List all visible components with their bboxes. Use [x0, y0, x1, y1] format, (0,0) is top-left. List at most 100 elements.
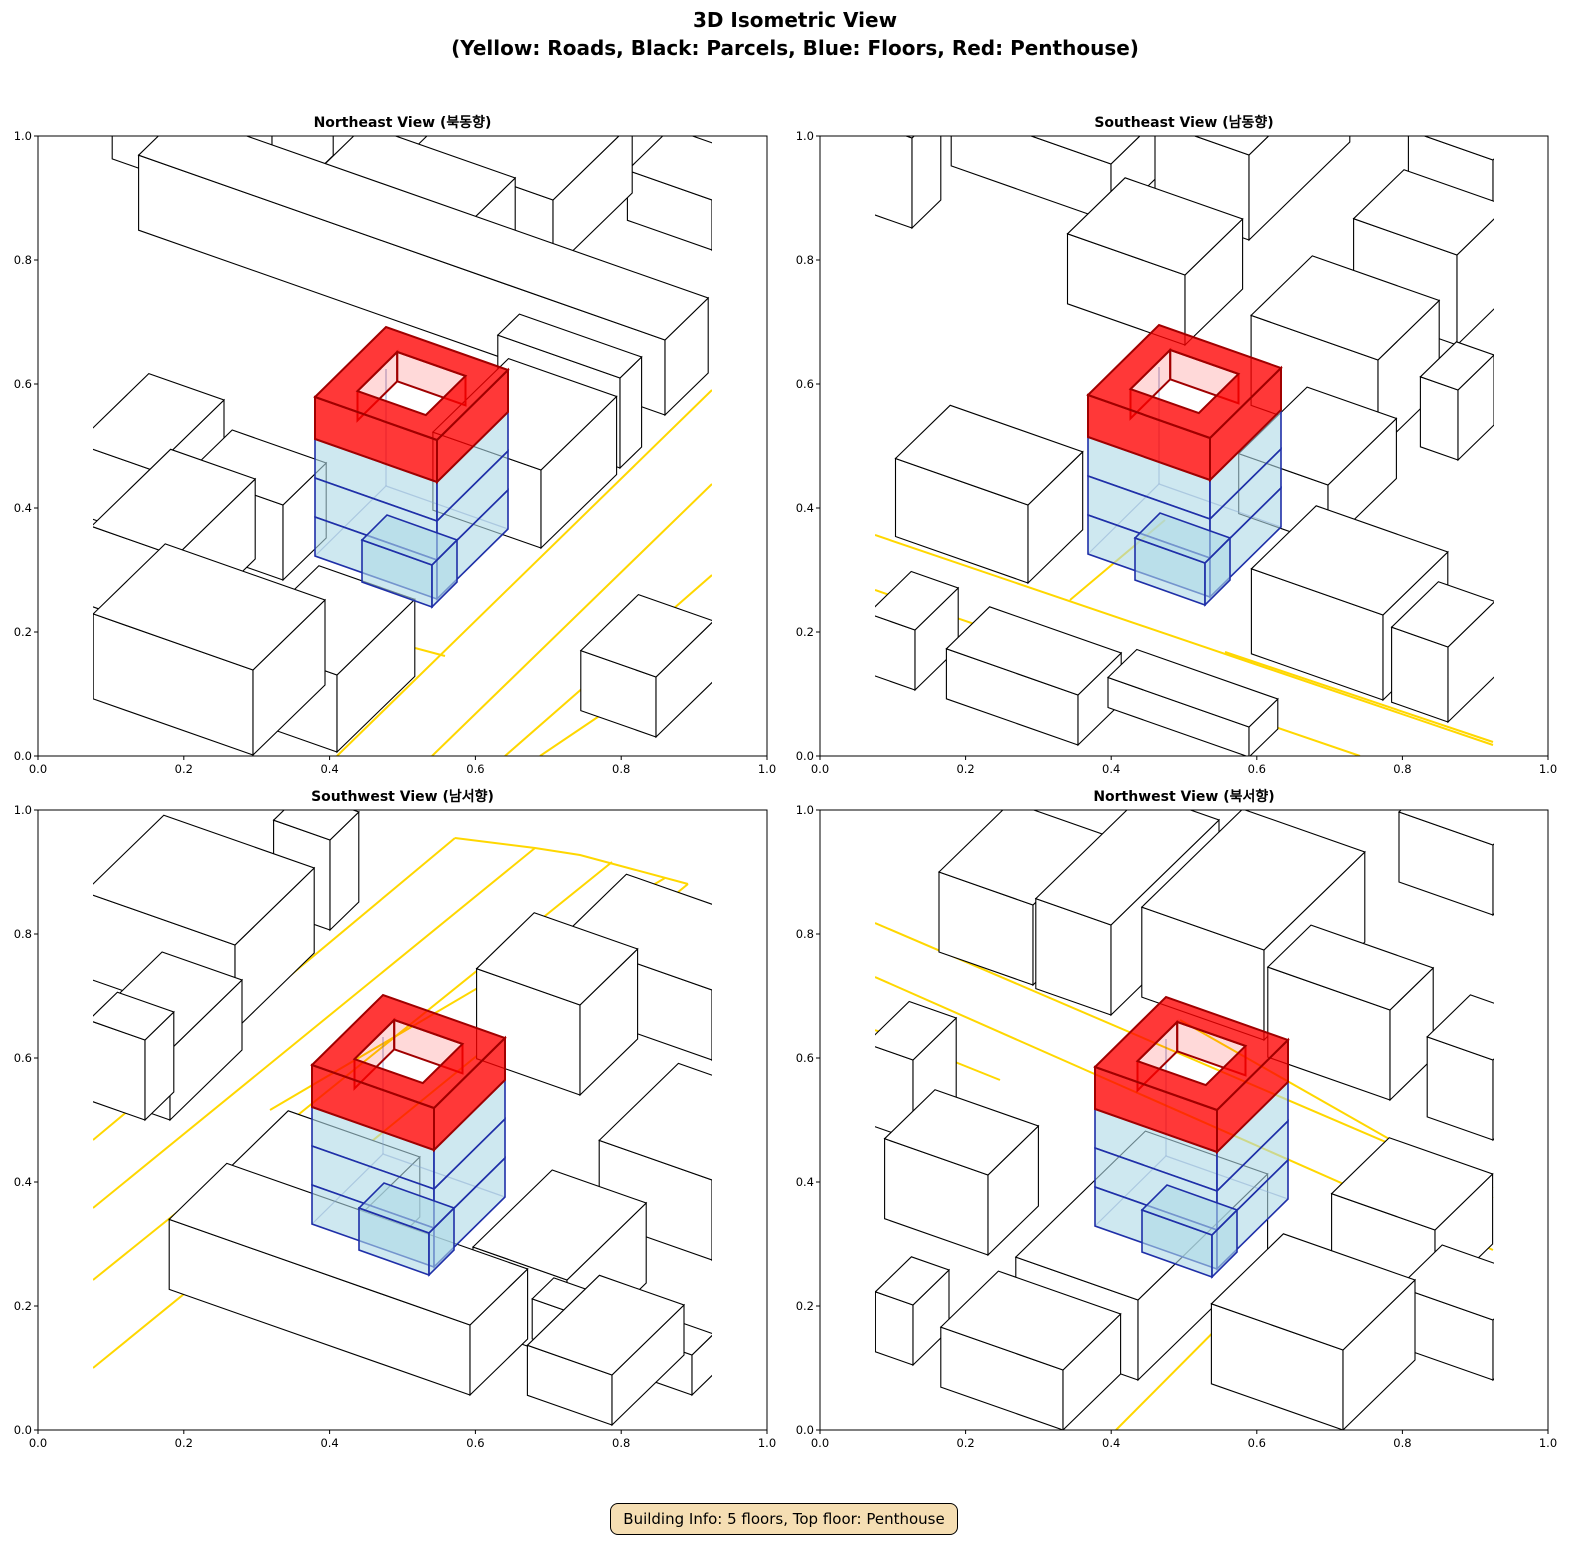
x-tick-label: 0.0: [29, 762, 47, 776]
x-tick-label: 0.2: [956, 1436, 974, 1450]
subplot-title: Northwest View (북서향): [1093, 788, 1274, 805]
y-tick-label: 1.0: [796, 129, 814, 143]
scene: [875, 136, 1494, 756]
building-top-face: [137, 136, 710, 341]
building-top-face: [1397, 1244, 1494, 1321]
x-tick-label: 0.4: [320, 1436, 338, 1450]
x-tick-label: 0.2: [175, 762, 193, 776]
building-top-face: [883, 1089, 1040, 1176]
y-tick-label: 0.6: [796, 377, 814, 391]
target-building: [1093, 995, 1290, 1279]
building-right-face: [655, 621, 712, 739]
parcel-building: [894, 404, 1084, 585]
target-building: [1086, 323, 1283, 607]
building-top-face: [272, 810, 360, 841]
road-line: [414, 647, 446, 657]
building-right-face: [1456, 218, 1494, 347]
parcel-building: [875, 1256, 951, 1367]
road-line: [93, 847, 536, 1209]
x-tick-label: 0.4: [1102, 1436, 1120, 1450]
x-tick-label: 0.2: [175, 1436, 193, 1450]
y-tick-label: 1.0: [796, 803, 814, 817]
building-top-face: [471, 1169, 648, 1281]
building-right-face: [911, 136, 942, 230]
y-tick-label: 0.2: [796, 625, 814, 639]
parcel-building: [1397, 1244, 1494, 1382]
scene: [93, 136, 712, 756]
annex-top-face: [360, 514, 459, 566]
building-top-face: [1034, 810, 1221, 926]
building-top-face: [1419, 341, 1494, 391]
parcel-building: [93, 543, 327, 756]
scene: [93, 810, 712, 1427]
annex-top-face: [1133, 512, 1232, 564]
parcel-building: [1210, 1233, 1417, 1430]
y-tick-label: 0.8: [14, 927, 32, 941]
figure-title: 3D Isometric View (Yellow: Roads, Black:…: [0, 6, 1590, 62]
y-tick-label: 0.8: [796, 927, 814, 941]
y-tick-label: 0.8: [796, 253, 814, 267]
target-building: [310, 993, 507, 1277]
axes-frame: [37, 135, 768, 757]
x-tick-label: 1.0: [1539, 1436, 1557, 1450]
x-tick-label: 0.2: [956, 762, 974, 776]
building-top-face: [1422, 136, 1494, 161]
x-tick-label: 0.8: [1393, 1436, 1411, 1450]
parcel-building: [1390, 581, 1494, 724]
building-right-face: [1492, 1058, 1494, 1142]
y-tick-label: 1.0: [14, 129, 32, 143]
y-tick-label: 0.2: [796, 1299, 814, 1313]
parcel-building: [1106, 648, 1279, 756]
building-top-face: [1330, 1137, 1494, 1231]
building-top-face: [1106, 648, 1279, 728]
x-tick-label: 0.8: [612, 1436, 630, 1450]
y-tick-label: 0.6: [14, 1051, 32, 1065]
building-top-face: [1390, 581, 1494, 648]
x-tick-label: 0.0: [811, 762, 829, 776]
penthouse: [1093, 995, 1290, 1155]
road-line: [875, 534, 1494, 746]
building-top-face: [496, 313, 643, 379]
parcel-building: [1066, 177, 1244, 347]
subplot-title: Northeast View (북동향): [314, 114, 492, 131]
y-tick-label: 0.4: [796, 1175, 814, 1189]
building-top-face: [598, 1062, 712, 1181]
building-right-face: [1492, 843, 1494, 917]
building-top-face: [1029, 136, 1141, 165]
building-top-face: [168, 1162, 529, 1326]
building-left-face: [950, 136, 1112, 223]
scene: [875, 810, 1494, 1430]
x-tick-label: 0.8: [612, 762, 630, 776]
building-top-face: [1210, 1233, 1417, 1351]
road-line: [1224, 651, 1494, 743]
building-top-face: [626, 136, 712, 201]
parcel-building: [937, 810, 1107, 987]
building-right-face: [1447, 601, 1494, 724]
parcel-building: [93, 991, 175, 1122]
x-tick-label: 0.0: [811, 1436, 829, 1450]
x-tick-label: 0.6: [1248, 762, 1266, 776]
axes-frame: [819, 135, 1549, 757]
building-right-face: [1492, 1318, 1494, 1382]
building-info-box: Building Info: 5 floors, Top floor: Pent…: [610, 1503, 958, 1535]
building-top-face: [1250, 505, 1449, 616]
penthouse-top-ring: [1086, 323, 1283, 440]
parcel-building: [626, 136, 712, 252]
building-top-face: [1352, 169, 1494, 256]
x-tick-label: 0.4: [320, 762, 338, 776]
figure-title-line2: (Yellow: Roads, Black: Parcels, Blue: Fl…: [451, 36, 1139, 60]
penthouse: [310, 993, 507, 1153]
building-top-face: [1140, 810, 1366, 951]
building-top-face: [939, 1270, 1122, 1371]
y-tick-label: 0.6: [796, 1051, 814, 1065]
subplot-title: Southwest View (남서향): [311, 788, 494, 805]
building-top-face: [875, 1000, 958, 1061]
y-tick-label: 0.2: [14, 625, 32, 639]
building-top-face: [93, 814, 316, 946]
y-tick-label: 0.4: [14, 1175, 32, 1189]
parcel-building: [875, 570, 960, 692]
building-right-face: [1492, 158, 1494, 232]
